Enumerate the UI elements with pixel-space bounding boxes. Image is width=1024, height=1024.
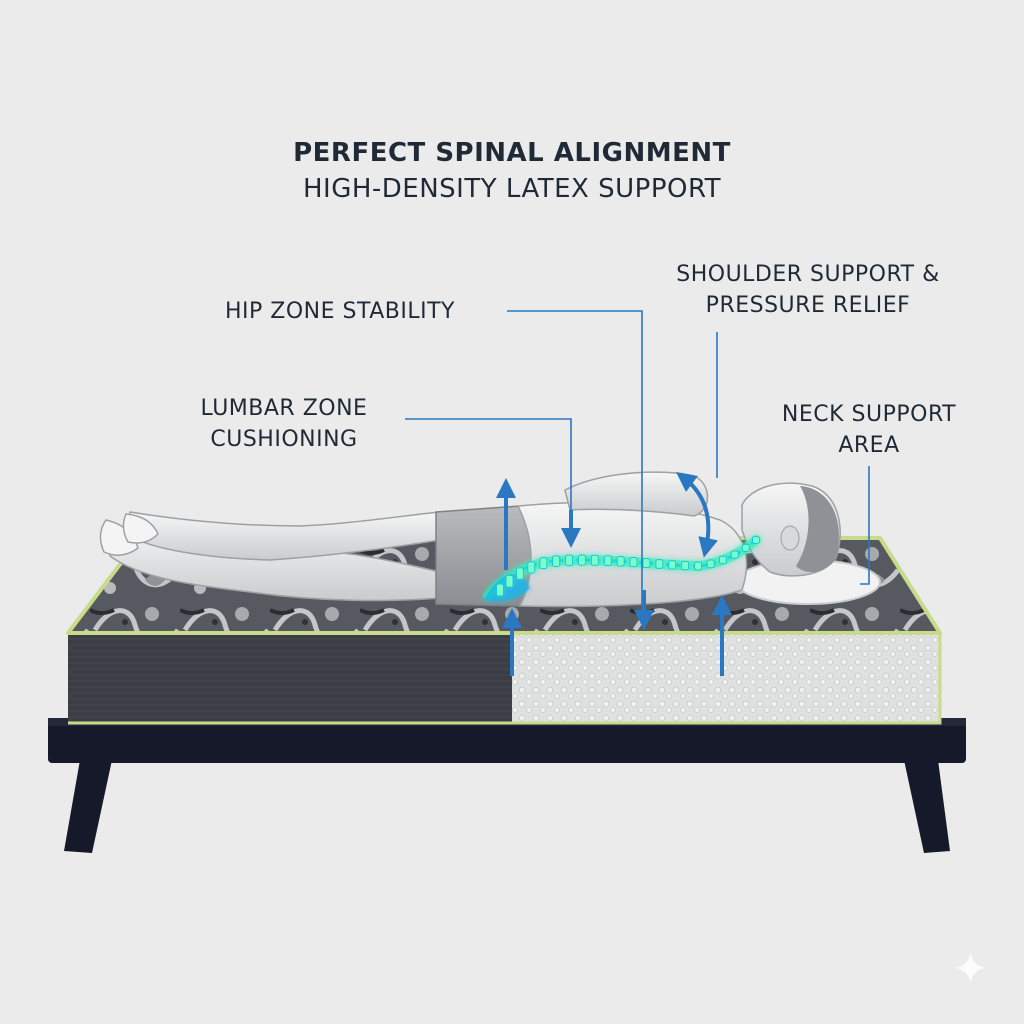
callout-lumbar-zone: LUMBAR ZONE CUSHIONING	[170, 393, 398, 455]
callout-shoulder-line-2: PRESSURE RELIEF	[705, 293, 911, 318]
vertebra	[694, 561, 703, 571]
hip-leader-line	[507, 310, 643, 614]
page-title: PERFECT SPINAL ALIGNMENT	[293, 138, 731, 168]
support-arrows	[496, 471, 732, 676]
vertebra	[565, 554, 574, 567]
vertebra	[539, 557, 548, 570]
callout-neck-line-1: NECK SUPPORT	[781, 402, 957, 427]
vertebra	[629, 556, 638, 568]
vertebra	[590, 554, 599, 566]
callout-shoulder-line-1: SHOULDER SUPPORT &	[676, 262, 940, 287]
torso	[516, 501, 748, 608]
spine-highlight	[483, 535, 761, 602]
callout-neck-line-2: AREA	[838, 433, 900, 458]
sparkle-icon: ✦	[952, 945, 989, 994]
page-subtitle: HIGH-DENSITY LATEX SUPPORT	[302, 174, 722, 204]
shoulder-curved-arrow	[676, 471, 718, 558]
vertebra	[741, 543, 750, 552]
vertebra	[706, 559, 715, 569]
vertebra	[642, 558, 651, 569]
vertebra	[527, 561, 536, 574]
vertebra	[719, 555, 728, 565]
neck-leader-line	[860, 466, 870, 585]
vertebra	[616, 556, 625, 567]
vertebra	[505, 574, 514, 588]
person-figure	[99, 471, 841, 608]
callout-hip-zone: HIP ZONE STABILITY	[225, 299, 455, 324]
callout-neck-support: NECK SUPPORT AREA	[760, 399, 978, 461]
vertebra	[552, 555, 561, 568]
vertebra	[681, 561, 690, 571]
bed-leg-left	[64, 760, 112, 853]
callout-lumbar-line-2: CUSHIONING	[210, 427, 358, 452]
bed-frame	[48, 718, 966, 853]
vertebra	[655, 559, 664, 569]
vertebra	[577, 554, 586, 566]
callout-shoulder-support: SHOULDER SUPPORT & PRESSURE RELIEF	[652, 259, 964, 321]
callout-lumbar-line-1: LUMBAR ZONE	[200, 396, 368, 421]
vertebra	[752, 536, 760, 544]
lumbar-leader-line	[405, 418, 572, 530]
leader-lines	[405, 310, 870, 614]
vertebra	[496, 583, 504, 597]
vertebra	[668, 560, 677, 570]
bed-leg-right	[904, 760, 950, 853]
vertebra	[730, 550, 739, 559]
vertebra	[515, 567, 524, 580]
vertebra	[603, 555, 612, 566]
